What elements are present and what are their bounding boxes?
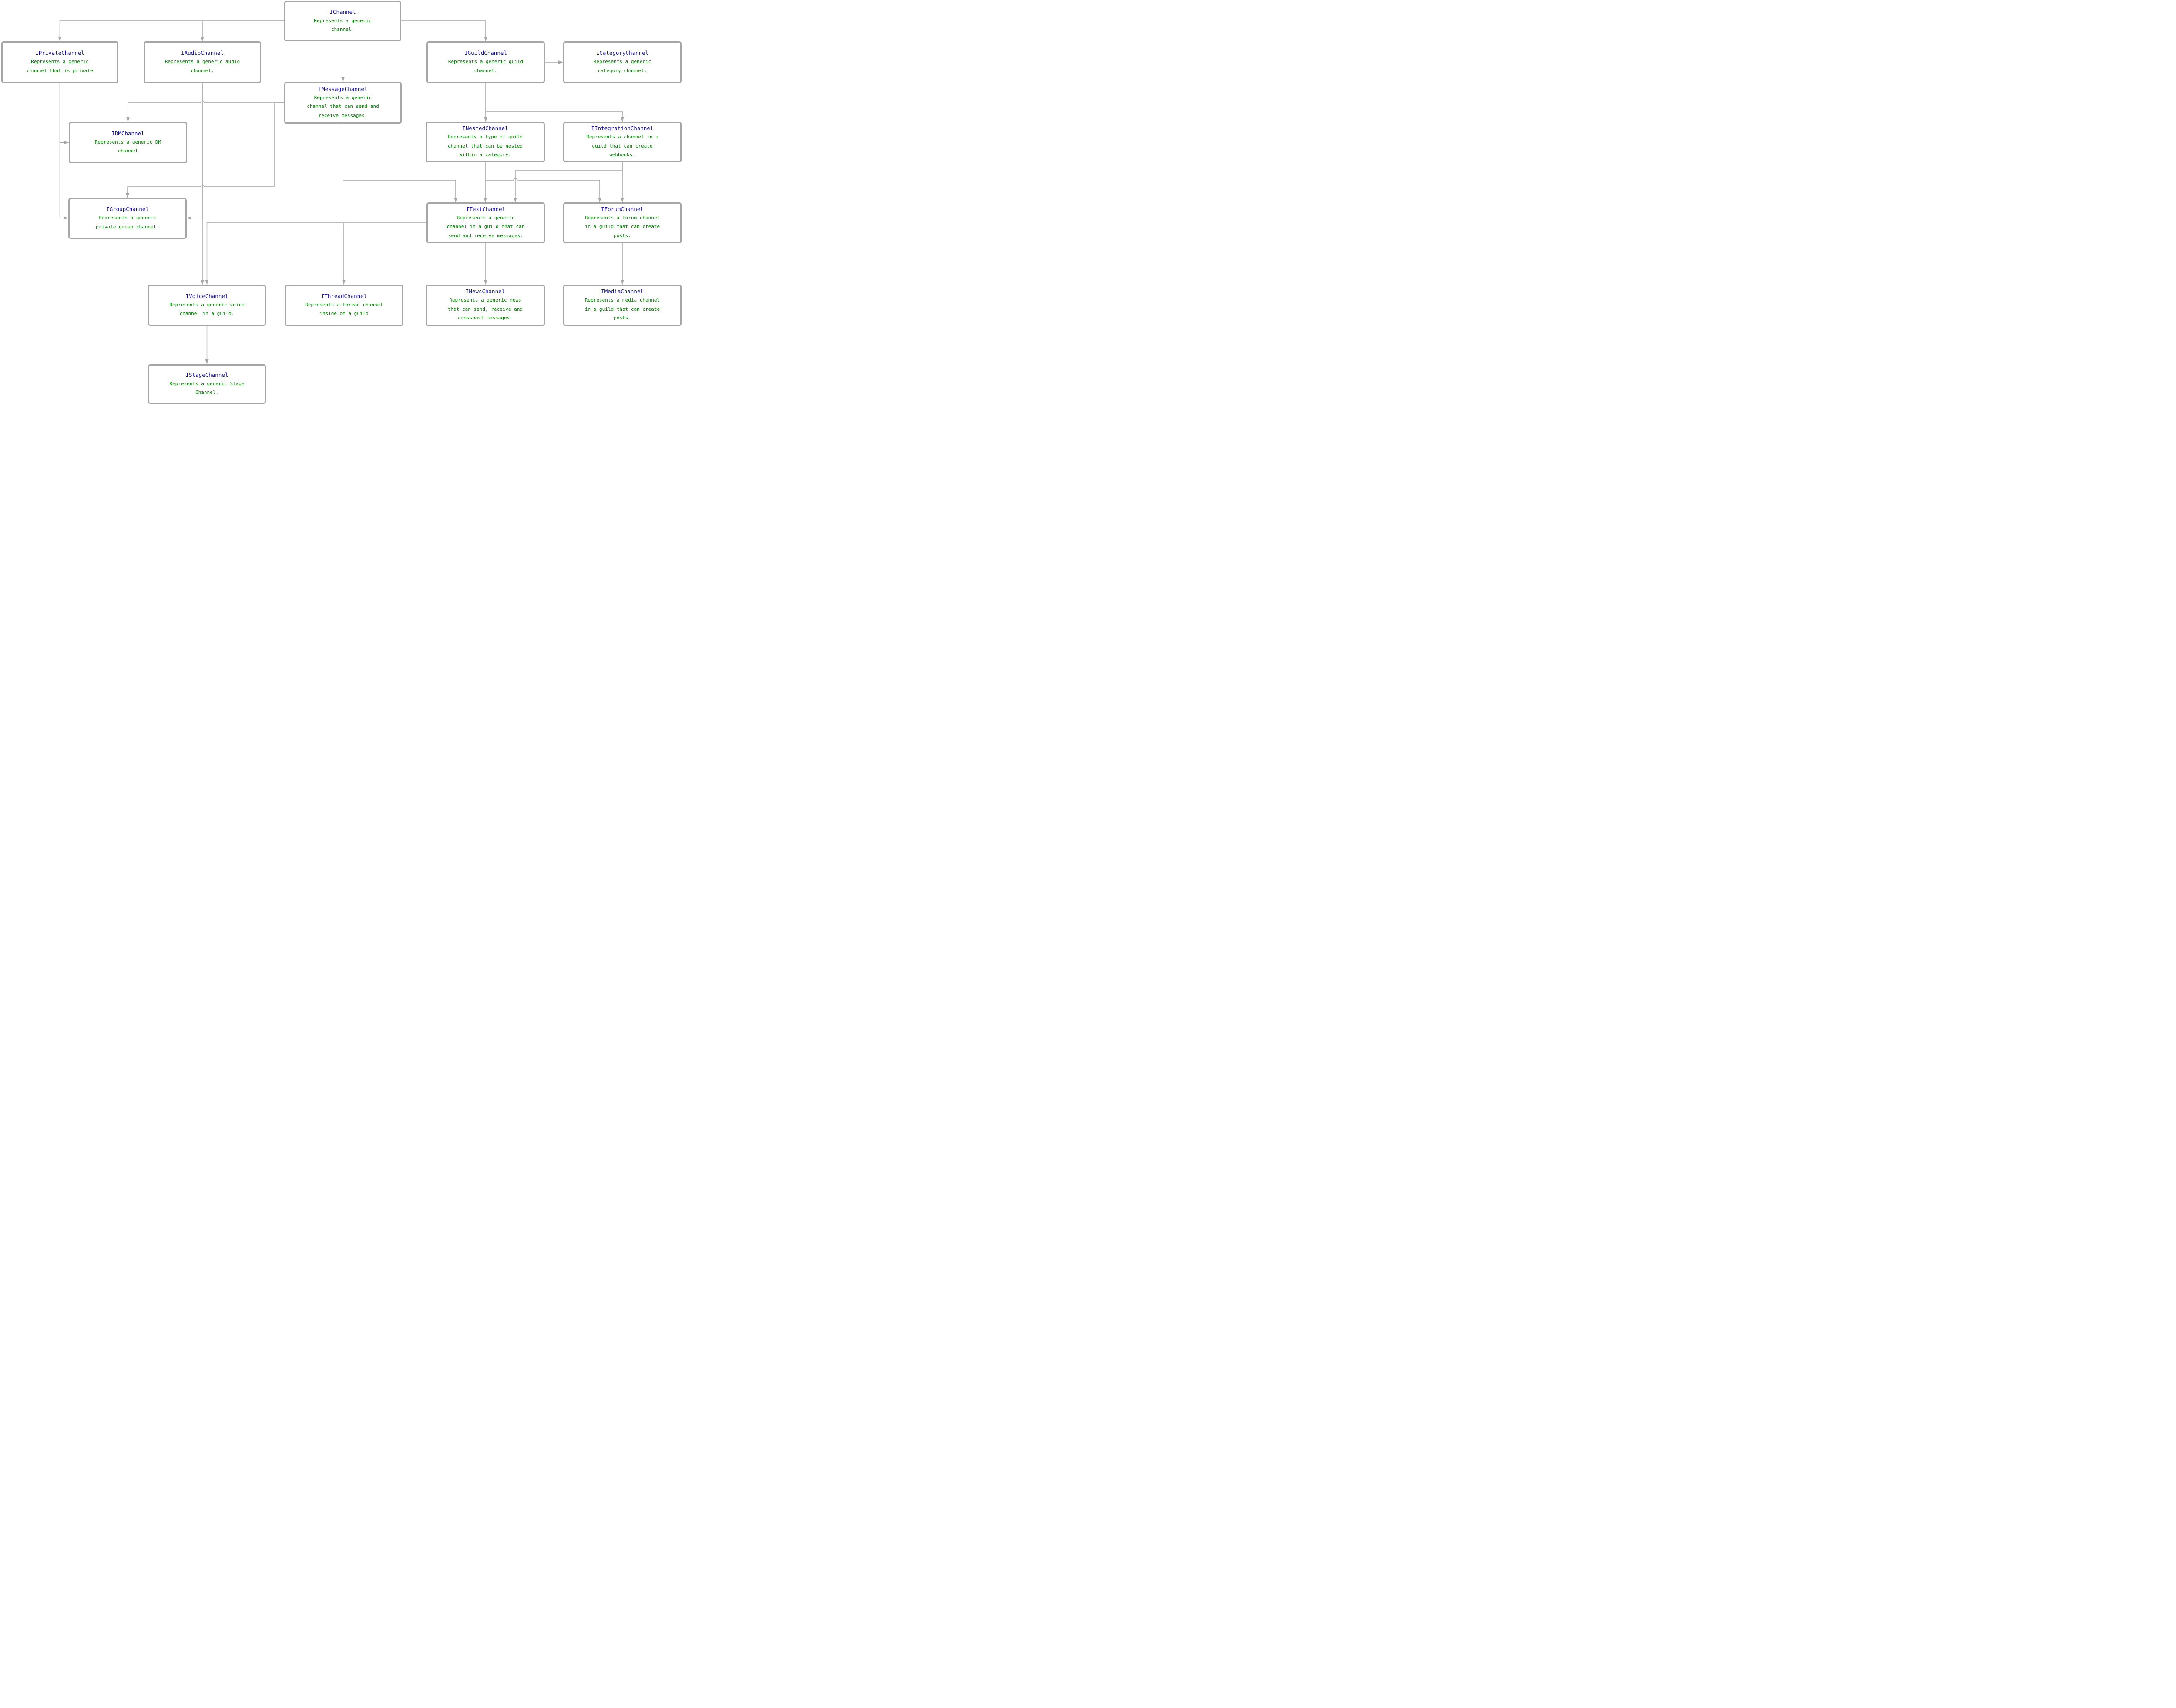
node-title: IThreadChannel — [321, 292, 367, 299]
node-description: Represents a generic audio channel. — [165, 59, 240, 74]
node-title: IDMChannel — [111, 130, 144, 137]
node-title: IGroupChannel — [106, 206, 149, 212]
node-title: ICategoryChannel — [596, 50, 649, 56]
edge-layer — [58, 20, 624, 364]
edge-iaudiochannel-to-igroupchannel — [187, 83, 203, 220]
edge-imessagechannel-to-idmchannel — [126, 101, 284, 122]
edge-itextchannel-to-ivoicechannel — [205, 222, 426, 285]
node-title: IAudioChannel — [181, 50, 224, 56]
node-title: ITextChannel — [466, 205, 506, 212]
node-title: INewsChannel — [465, 288, 505, 295]
edge-ichannel-to-iguildchannel — [401, 20, 487, 41]
node-description: Represents a thread channel inside of a … — [305, 302, 383, 317]
edge-ichannel-to-iprivatechannel — [58, 20, 284, 41]
node-title: IMediaChannel — [601, 288, 644, 295]
node-description: Represents a type of guild channel that … — [447, 134, 523, 158]
edge-imessagechannel-to-igroupchannel — [126, 102, 284, 198]
node-description: Represents a generic news that can send,… — [447, 297, 523, 321]
node-title: IVoiceChannel — [185, 292, 228, 299]
node-description: Represents a media channel in a guild th… — [584, 297, 660, 321]
node-description: Represents a generic Stage Channel. — [169, 380, 245, 396]
node-title: IForumChannel — [601, 205, 644, 212]
edge-iguildchannel-to-iintegrationchannel — [486, 111, 624, 122]
node-description: Represents a generic private group chann… — [96, 215, 159, 230]
node-title: IPrivateChannel — [35, 50, 84, 56]
node-title: INestedChannel — [462, 125, 508, 132]
node-title: IStageChannel — [185, 371, 228, 378]
node-description: Represents a generic channel in a guild … — [447, 215, 525, 238]
edge-imessagechannel-to-itextchannel — [343, 124, 457, 202]
edge-inestedchannel-to-iforumchannel — [485, 178, 601, 202]
node-description: Represents a generic channel. — [314, 17, 372, 33]
node-description: Represents a generic voice channel in a … — [169, 302, 245, 317]
edge-iprivatechannel-to-idmchannel — [59, 83, 69, 144]
node-description: Represents a generic channel that can se… — [307, 94, 379, 118]
node-description: Represents a generic guild channel. — [448, 59, 524, 74]
node-title: IMessageChannel — [318, 85, 368, 92]
node-title: IIntegrationChannel — [591, 125, 654, 132]
node-title: IGuildChannel — [464, 50, 507, 56]
edge-iintegrationchannel-to-itextchannel — [514, 162, 623, 202]
node-description: Represents a channel in a guild that can… — [586, 134, 658, 158]
node-description: Represents a generic channel that is pri… — [27, 59, 93, 74]
node-description: Represents a forum channel in a guild th… — [584, 215, 660, 238]
node-title: IChannel — [329, 8, 356, 15]
edge-iprivatechannel-to-igroupchannel — [59, 142, 68, 220]
node-description: Represents a generic DM channel — [94, 139, 161, 154]
node-description: Represents a generic category channel. — [593, 59, 651, 74]
